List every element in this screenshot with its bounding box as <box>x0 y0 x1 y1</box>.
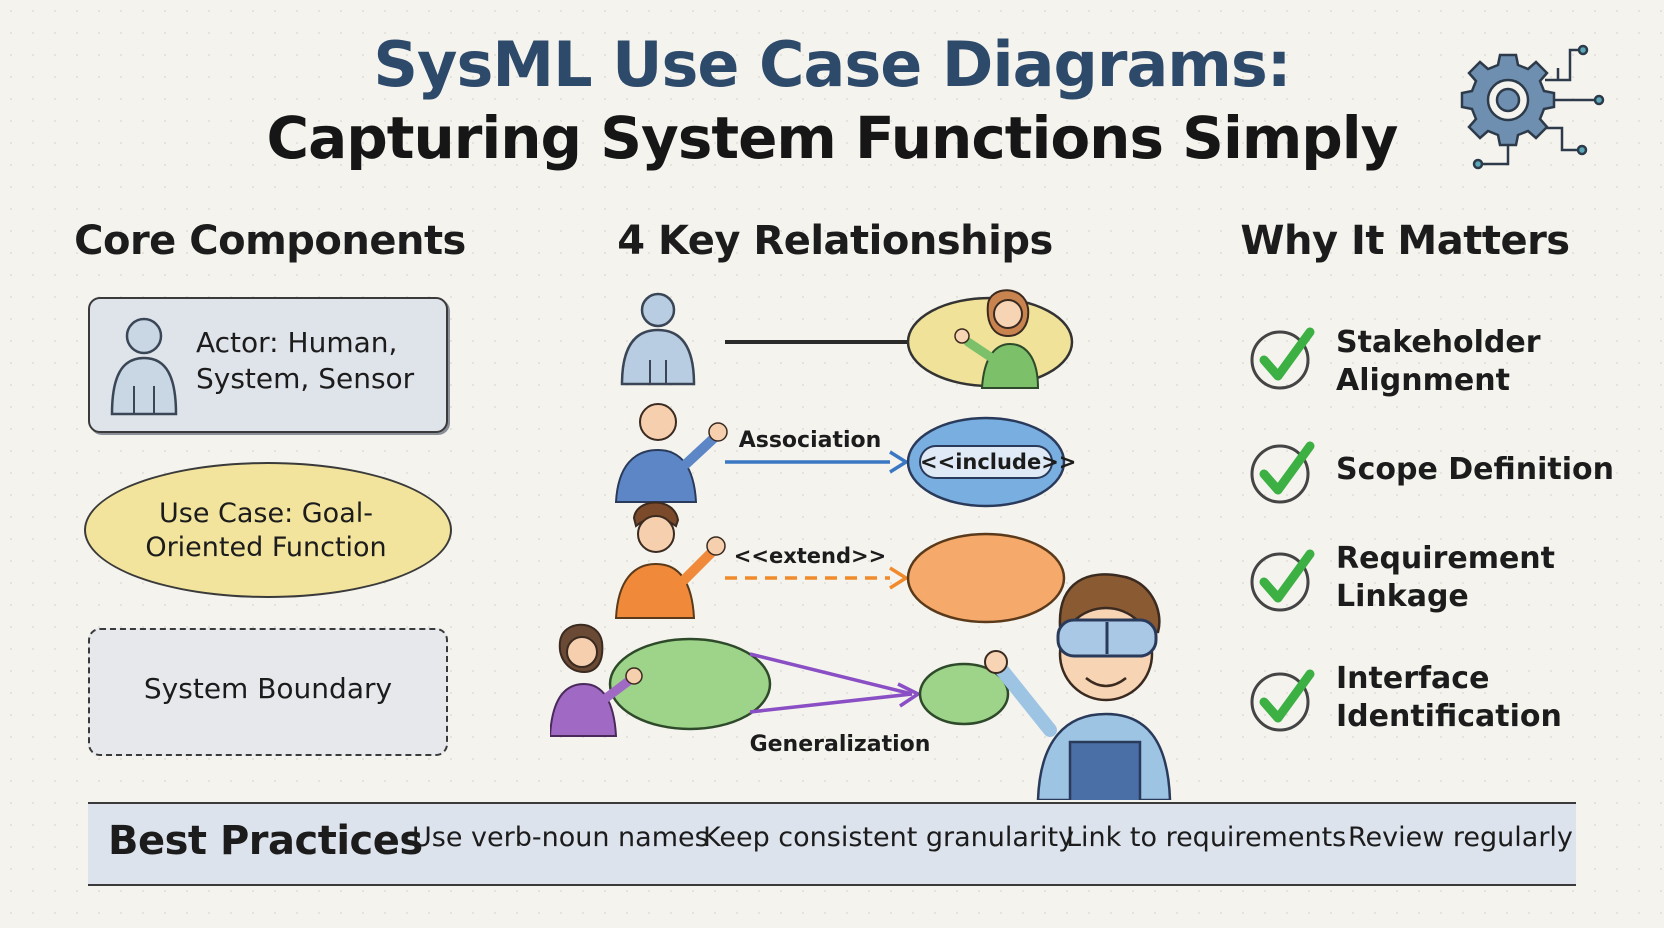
relationships-diagram <box>550 289 1172 800</box>
title-line-1: SysML Use Case Diagrams: <box>373 28 1291 101</box>
why-item-stakeholder-alignment: Stakeholder Alignment <box>1336 325 1541 398</box>
best-practice-item: Link to requirements <box>1066 822 1347 853</box>
use-case-oval <box>84 462 452 598</box>
stick-actor-icon <box>620 292 696 386</box>
check-icon <box>1250 669 1315 732</box>
actor-description: Actor: Human, System, Sensor <box>196 326 415 395</box>
engineer-goggles-illustration <box>984 573 1172 800</box>
use-case-ellipse-green-large <box>608 637 772 731</box>
why-item-interface-identification: Interface Identification <box>1336 661 1562 734</box>
best-practice-item: Keep consistent granularity <box>703 822 1075 853</box>
gear-circuit-icon <box>1460 44 1605 170</box>
why-item-scope-definition: Scope Definition <box>1336 452 1614 487</box>
woman-illustration <box>550 623 643 737</box>
boy-illustration <box>614 501 726 619</box>
section-key-relationships: 4 Key Relationships <box>617 218 1053 264</box>
actor-icon <box>110 317 178 416</box>
use-case-description: Use Case: Goal-Oriented Function <box>145 498 387 563</box>
best-practices-band <box>88 802 1576 886</box>
generalization-label: Generalization <box>749 732 931 757</box>
check-icon <box>1250 549 1315 612</box>
bald-man-illustration <box>614 403 728 503</box>
why-item-requirement-linkage: Requirement Linkage <box>1336 541 1556 614</box>
section-why-it-matters: Why It Matters <box>1240 218 1570 264</box>
check-icon <box>1250 327 1315 390</box>
include-label: <<include>> <box>920 450 1077 474</box>
system-boundary-label: System Boundary <box>143 672 393 705</box>
title-line-2: Capturing System Functions Simply <box>266 104 1399 172</box>
girl-pointing-illustration <box>954 289 1040 389</box>
check-icon <box>1250 441 1315 504</box>
best-practice-item: Use verb-noun names <box>412 822 709 853</box>
best-practices-title: Best Practices <box>108 818 423 864</box>
best-practice-item: Review regularly <box>1348 822 1573 853</box>
section-core-components: Core Components <box>74 218 466 264</box>
extend-label: <<extend>> <box>733 544 887 568</box>
system-boundary-box <box>88 628 448 756</box>
association-label: Association <box>738 428 882 453</box>
use-case-ellipse-green-small <box>918 662 1010 726</box>
use-case-ellipse-orange <box>906 532 1066 624</box>
